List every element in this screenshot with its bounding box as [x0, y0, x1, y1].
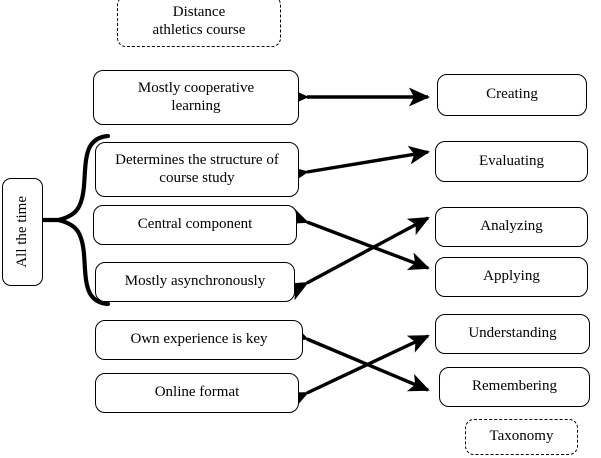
node-central[interactable]: Central component	[93, 205, 297, 245]
arrow-structure-evaluating	[286, 145, 431, 185]
node-online[interactable]: Online format	[95, 373, 299, 413]
node-analyzing-label: Analyzing	[480, 218, 543, 235]
node-applying-label: Applying	[483, 268, 540, 285]
node-creating[interactable]: Creating	[437, 74, 587, 116]
node-async-label: Mostly asynchronously	[124, 273, 266, 290]
arrow-central-applying	[285, 206, 430, 270]
node-remembering-label: Remembering	[472, 378, 557, 395]
all-the-time-box: All the time	[2, 178, 43, 286]
node-central-label: Central component	[137, 216, 253, 233]
arrow-online-understanding	[285, 334, 430, 410]
node-experience-label: Own experience is key	[130, 331, 268, 348]
all-the-time-label: All the time	[13, 196, 30, 268]
node-evaluating-label: Evaluating	[479, 152, 544, 169]
footer-box-label: Taxonomy	[489, 428, 554, 445]
node-understanding[interactable]: Understanding	[435, 314, 590, 354]
node-analyzing[interactable]: Analyzing	[435, 207, 588, 247]
node-understanding-label: Understanding	[468, 325, 557, 342]
footer-box: Taxonomy	[465, 419, 578, 455]
node-remembering[interactable]: Remembering	[439, 367, 590, 407]
arrow-async-analyzing	[285, 216, 430, 301]
node-experience[interactable]: Own experience is key	[95, 320, 303, 360]
node-creating-label: Creating	[486, 86, 538, 103]
node-online-label: Online format	[154, 384, 240, 401]
node-applying[interactable]: Applying	[435, 257, 588, 297]
node-async[interactable]: Mostly asynchronously	[95, 262, 295, 302]
arrow-experience-remembering	[285, 322, 430, 392]
node-evaluating[interactable]: Evaluating	[435, 141, 588, 182]
